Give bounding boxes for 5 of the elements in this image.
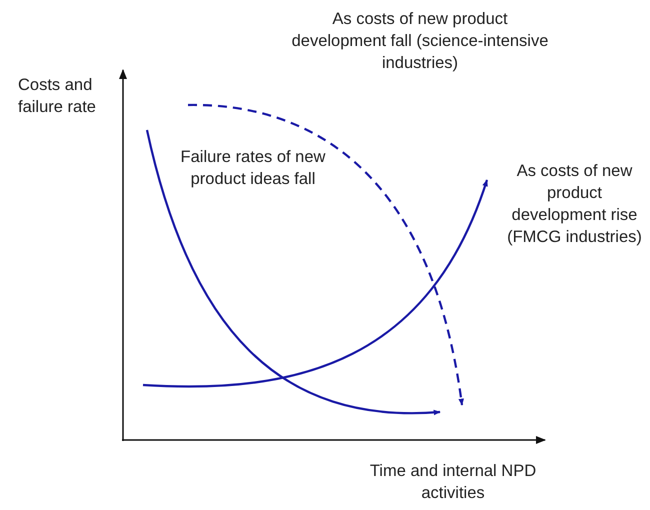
axis-label: Costs and failure rate [18, 75, 97, 118]
curve-label: Failure rates of new product ideas fall [180, 147, 326, 190]
curve-label: As costs of new product development fall (science-intensive industries) [290, 9, 550, 74]
axis-label: Time and internal NPD activities [368, 461, 538, 504]
curve-label: As costs of new product development rise (FMCG industries) [506, 161, 643, 248]
